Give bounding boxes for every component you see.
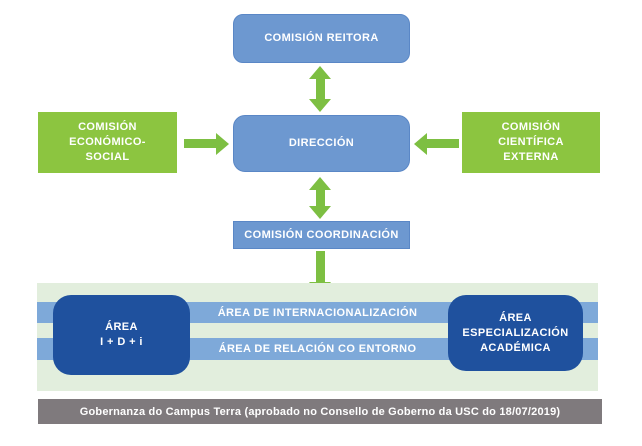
node-direccion: DIRECCIÓN <box>233 115 410 172</box>
arrow-shaft <box>315 251 325 282</box>
arrow-head-up <box>309 66 331 79</box>
up-down-arrow-icon <box>308 177 332 219</box>
caption-bar: Gobernanza do Campus Terra (aprobado no … <box>38 399 602 424</box>
arrow-shaft <box>184 139 216 148</box>
node-area-especializacion-academica: ÁREA ESPECIALIZACIÓN ACADÉMICA <box>448 295 583 371</box>
arrow-head-left <box>414 132 427 155</box>
node-area-idi: ÁREA I + D + i <box>53 295 190 375</box>
left-arrow-icon <box>414 132 459 155</box>
arrow-head-up <box>309 177 331 190</box>
arrow-shaft <box>315 79 325 99</box>
up-down-arrow-icon <box>308 66 332 112</box>
arrow-head-down <box>309 206 331 219</box>
node-comision-reitora: COMISIÓN REITORA <box>233 14 410 63</box>
arrow-shaft <box>427 139 459 148</box>
areas-panel: ÁREA DE INTERNACIONALIZACIÓN ÁREA DE REL… <box>37 283 598 391</box>
node-comision-cientifica-externa: COMISIÓN CIENTÍFICA EXTERNA <box>462 112 600 173</box>
arrow-head-right <box>216 132 229 155</box>
node-comision-economico-social: COMISIÓN ECONÓMICO- SOCIAL <box>38 112 177 173</box>
right-arrow-icon <box>184 132 229 155</box>
node-comision-coordinacion: COMISIÓN COORDINACIÓN <box>233 221 410 249</box>
arrow-head-down <box>309 99 331 112</box>
arrow-shaft <box>315 190 325 206</box>
